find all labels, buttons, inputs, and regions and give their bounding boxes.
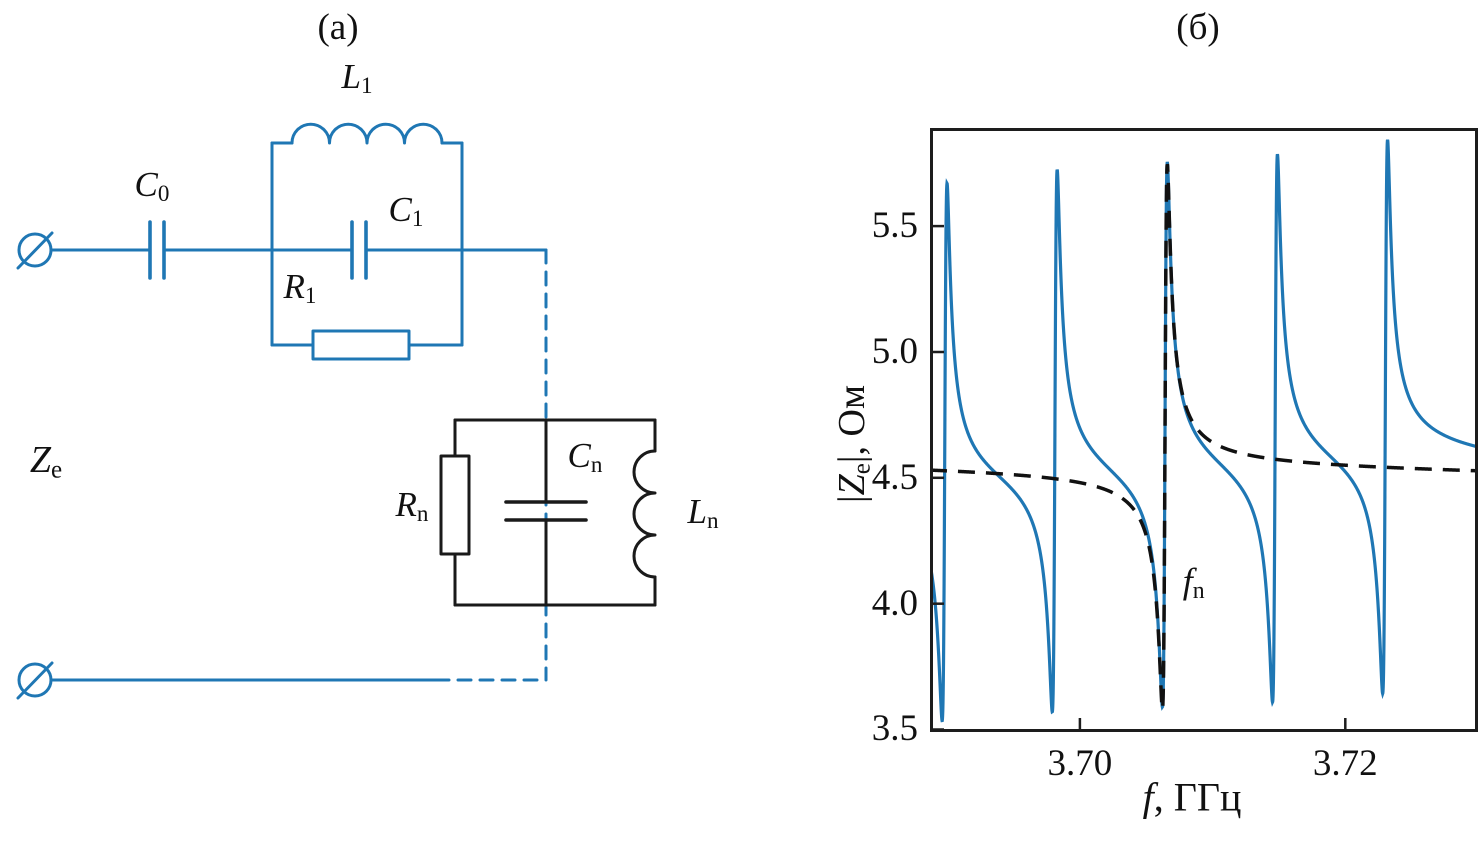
- label-Cn: Cn: [567, 436, 603, 478]
- port-terminal-bottom-icon: [16, 661, 54, 700]
- label-R1: R1: [283, 267, 317, 309]
- capacitor-Cn-icon: [504, 500, 588, 522]
- circuit-wires: [49, 141, 548, 682]
- y-tick-label: 5.5: [871, 205, 918, 247]
- impedance-chart: [930, 128, 1478, 732]
- y-tick-label: 5.0: [871, 330, 918, 372]
- y-tick-label: 3.5: [871, 708, 918, 750]
- label-C1: C1: [388, 190, 424, 232]
- curve-blue-solid-multimode-impedance: [930, 139, 1478, 723]
- axis-tick-marks: [933, 224, 1347, 731]
- label-L1: L1: [341, 57, 373, 99]
- label-Ln: Ln: [687, 492, 719, 534]
- chart-curves: [930, 139, 1478, 723]
- y-tick-label: 4.5: [871, 456, 918, 498]
- panel-b-label: (б): [1176, 7, 1220, 48]
- inductor-L1-icon: [290, 122, 444, 145]
- port-terminal-top-icon: [16, 231, 54, 270]
- inductor-Ln-icon: [632, 449, 657, 579]
- curve-black-dashed-single-mode-impedance: [930, 163, 1478, 715]
- y-tick-label: 4.0: [871, 582, 918, 624]
- x-axis-title: f, ГГц: [1142, 774, 1242, 820]
- dashed-connection: [434, 248, 548, 682]
- label-C0: C0: [134, 165, 170, 207]
- plot-frame: [930, 128, 1478, 732]
- resistor-Rn-icon: [439, 454, 471, 556]
- capacitor-C1-icon: [350, 220, 368, 280]
- resistor-R1-icon: [311, 329, 411, 361]
- equivalent-circuit-diagram: [16, 122, 657, 700]
- label-Ze: Ze: [29, 439, 63, 484]
- rlc-branch-wires: [453, 418, 657, 607]
- x-tick-label: 3.70: [1047, 743, 1113, 784]
- label-Rn: Rn: [395, 485, 429, 527]
- x-tick-label: 3.72: [1312, 743, 1378, 784]
- panel-a-label: (а): [317, 7, 359, 48]
- resonance-frequency-annotation: fn: [1182, 560, 1205, 604]
- capacitor-C0-icon: [148, 220, 166, 280]
